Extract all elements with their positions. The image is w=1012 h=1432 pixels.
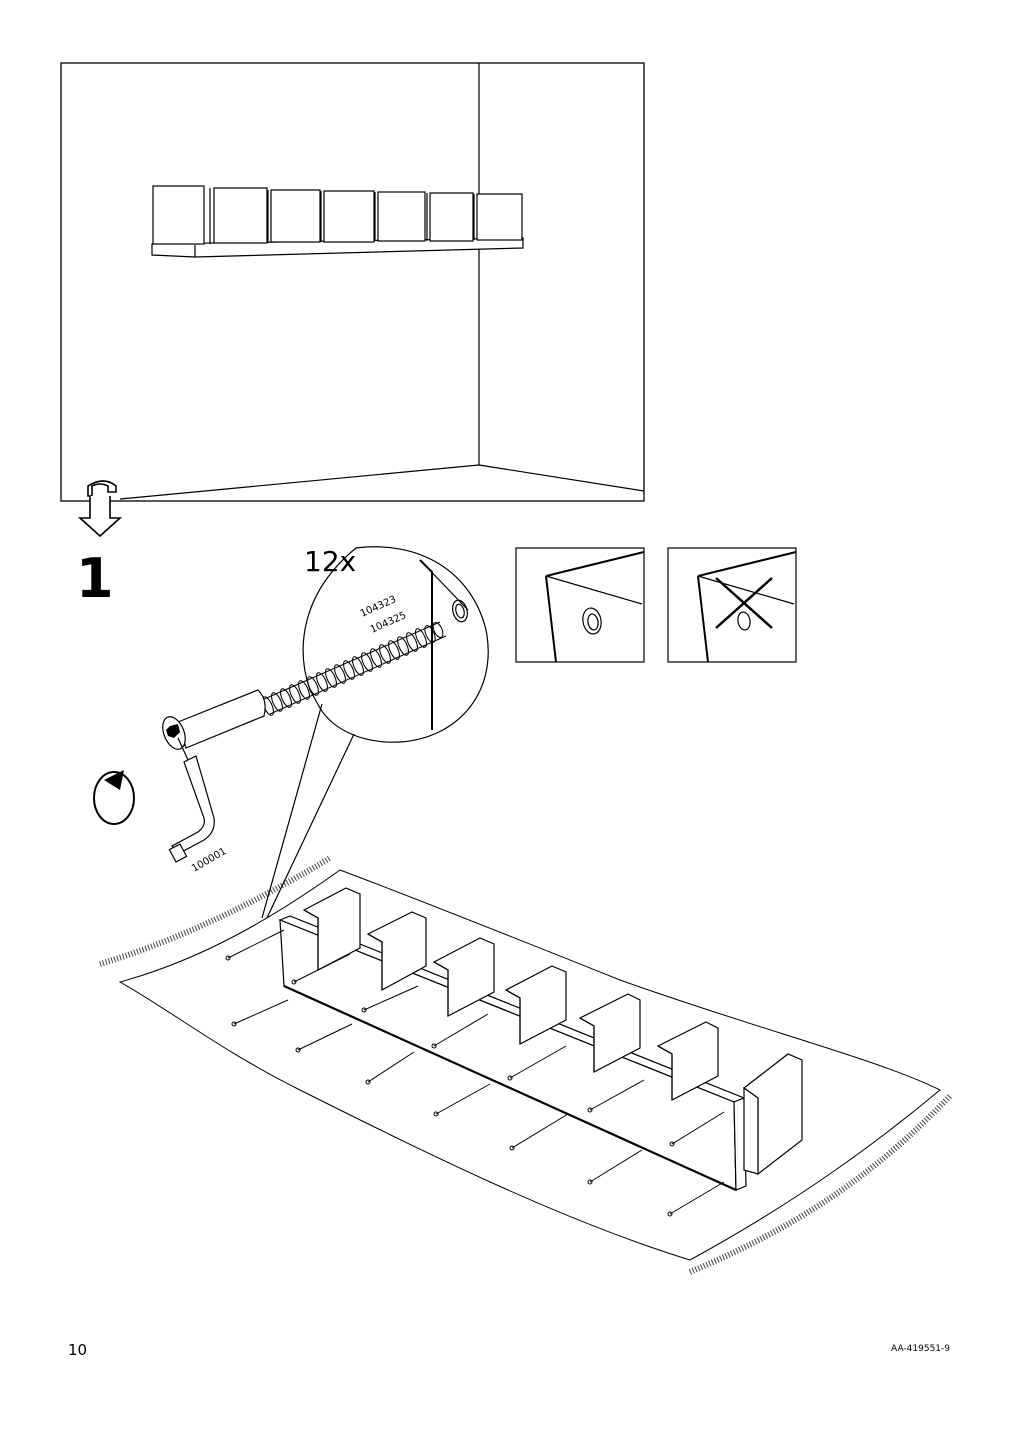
incorrect-hole-icon [667,547,797,663]
allen-key-part-number: 100001 [190,846,229,875]
document-code: AA-419551-9 [891,1344,950,1354]
divider-panels [302,887,803,1176]
turn-over-arrow-icon [77,480,123,538]
shelf-assembly [225,887,803,1217]
allen-key [168,737,215,863]
room-overview-panel [60,62,645,502]
screws [225,929,725,1217]
quantity-label: 12x [304,545,357,578]
page-number: 10 [68,1341,88,1359]
screw-thread [261,621,447,716]
correct-hole-icon [515,547,645,663]
mounted-shelf [151,185,524,258]
screw-detail-callout [162,546,489,921]
step-number: 1 [76,547,114,610]
rotate-icon [93,770,135,825]
